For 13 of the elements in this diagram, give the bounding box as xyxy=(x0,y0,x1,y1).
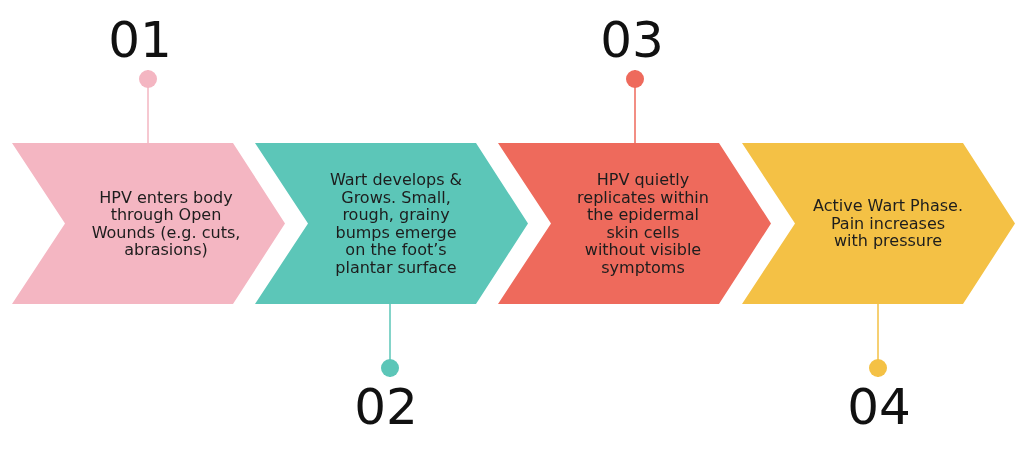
chevron-step xyxy=(742,143,1015,304)
step-number: 04 xyxy=(847,382,911,432)
chevron-step xyxy=(12,143,285,304)
step-text: HPV quietly replicates within the epidermal skin cells without visible symptoms xyxy=(576,171,710,276)
step-text: Pain increases with pressure xyxy=(829,214,947,250)
step-number: 03 xyxy=(600,15,664,65)
step-number: 01 xyxy=(108,15,172,65)
step-number: 02 xyxy=(354,382,418,432)
step-text: HPV enters body through Open Wounds (e.g. cuts, abrasions) xyxy=(90,188,242,259)
chevron-step xyxy=(255,143,528,304)
step-text: Wart develops & Grows. Small, rough, grainy bumps emerge on the foot’s plantar surface xyxy=(328,171,464,276)
chevron-step xyxy=(498,143,771,304)
step-text: Active Wart Phase. xyxy=(813,197,963,215)
